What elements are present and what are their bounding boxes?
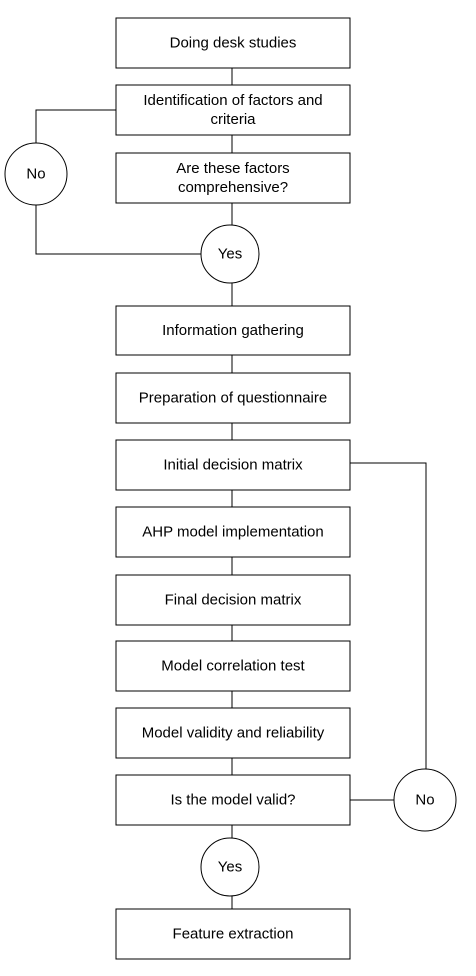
identification-label-line-1: Identification of factors and bbox=[143, 92, 322, 109]
valid-question-label-line-1: Is the model valid? bbox=[170, 792, 295, 809]
initial-matrix-rect bbox=[115, 439, 351, 491]
validity-reliability-rect bbox=[115, 707, 351, 759]
information-gathering-label-line-1: Information gathering bbox=[162, 322, 304, 339]
connector-lines bbox=[35, 68, 427, 909]
decision-yes-1-label: Yes bbox=[218, 246, 242, 263]
feature-extraction-box: Feature extraction bbox=[115, 908, 351, 960]
correlation-test-rect bbox=[115, 640, 351, 692]
decision-no-2-circle bbox=[393, 768, 457, 832]
decision-no-2-label: No bbox=[415, 792, 434, 809]
questionnaire-label-line-1: Preparation of questionnaire bbox=[139, 390, 327, 407]
identification-box: Identification of factors and criteria bbox=[115, 84, 351, 136]
decision-no-1: No bbox=[4, 142, 68, 206]
comprehensive-question-label-line-1: Are these factors bbox=[176, 160, 289, 177]
identification-rect bbox=[115, 84, 351, 136]
ahp-model-label-line-1: AHP model implementation bbox=[142, 524, 323, 541]
decision-yes-1-circle bbox=[200, 224, 260, 284]
decision-yes-2-circle bbox=[200, 837, 260, 897]
desk-studies-rect bbox=[115, 17, 351, 69]
initial-matrix-label-line-1: Initial decision matrix bbox=[163, 457, 303, 474]
decision-no-2: No bbox=[393, 768, 457, 832]
decision-no-1-label: No bbox=[26, 166, 45, 183]
identification-label-line-2: criteria bbox=[210, 111, 256, 128]
feature-extraction-label-line-1: Feature extraction bbox=[173, 926, 294, 943]
desk-studies-box: Doing desk studies bbox=[115, 17, 351, 69]
questionnaire-box: Preparation of questionnaire bbox=[115, 372, 351, 424]
comprehensive-question-label-line-2: comprehensive? bbox=[178, 179, 288, 196]
feature-extraction-rect bbox=[115, 908, 351, 960]
loop-no-to-yes bbox=[35, 204, 204, 255]
correlation-test-box: Model correlation test bbox=[115, 640, 351, 692]
information-gathering-rect bbox=[115, 305, 351, 356]
ahp-model-rect bbox=[115, 506, 351, 558]
final-matrix-box: Final decision matrix bbox=[115, 574, 351, 626]
loop-no-to-initial-matrix bbox=[350, 462, 427, 774]
decision-no-1-circle bbox=[4, 142, 68, 206]
information-gathering-box: Information gathering bbox=[115, 305, 351, 356]
ahp-model-box: AHP model implementation bbox=[115, 506, 351, 558]
correlation-test-label-line-1: Model correlation test bbox=[161, 658, 305, 675]
decision-yes-1: Yes bbox=[200, 224, 260, 284]
final-matrix-rect bbox=[115, 574, 351, 626]
loop-identification-to-no bbox=[35, 109, 116, 150]
validity-reliability-label-line-1: Model validity and reliability bbox=[142, 725, 325, 742]
valid-question-rect bbox=[115, 774, 351, 826]
decision-yes-2-label: Yes bbox=[218, 859, 242, 876]
desk-studies-label-line-1: Doing desk studies bbox=[170, 35, 297, 52]
validity-reliability-box: Model validity and reliability bbox=[115, 707, 351, 759]
decision-yes-2: Yes bbox=[200, 837, 260, 897]
comprehensive-question-rect bbox=[115, 152, 351, 204]
questionnaire-rect bbox=[115, 372, 351, 424]
final-matrix-label-line-1: Final decision matrix bbox=[165, 592, 302, 609]
valid-question-box: Is the model valid? bbox=[115, 774, 351, 826]
comprehensive-question-box: Are these factors comprehensive? bbox=[115, 152, 351, 204]
initial-matrix-box: Initial decision matrix bbox=[115, 439, 351, 491]
